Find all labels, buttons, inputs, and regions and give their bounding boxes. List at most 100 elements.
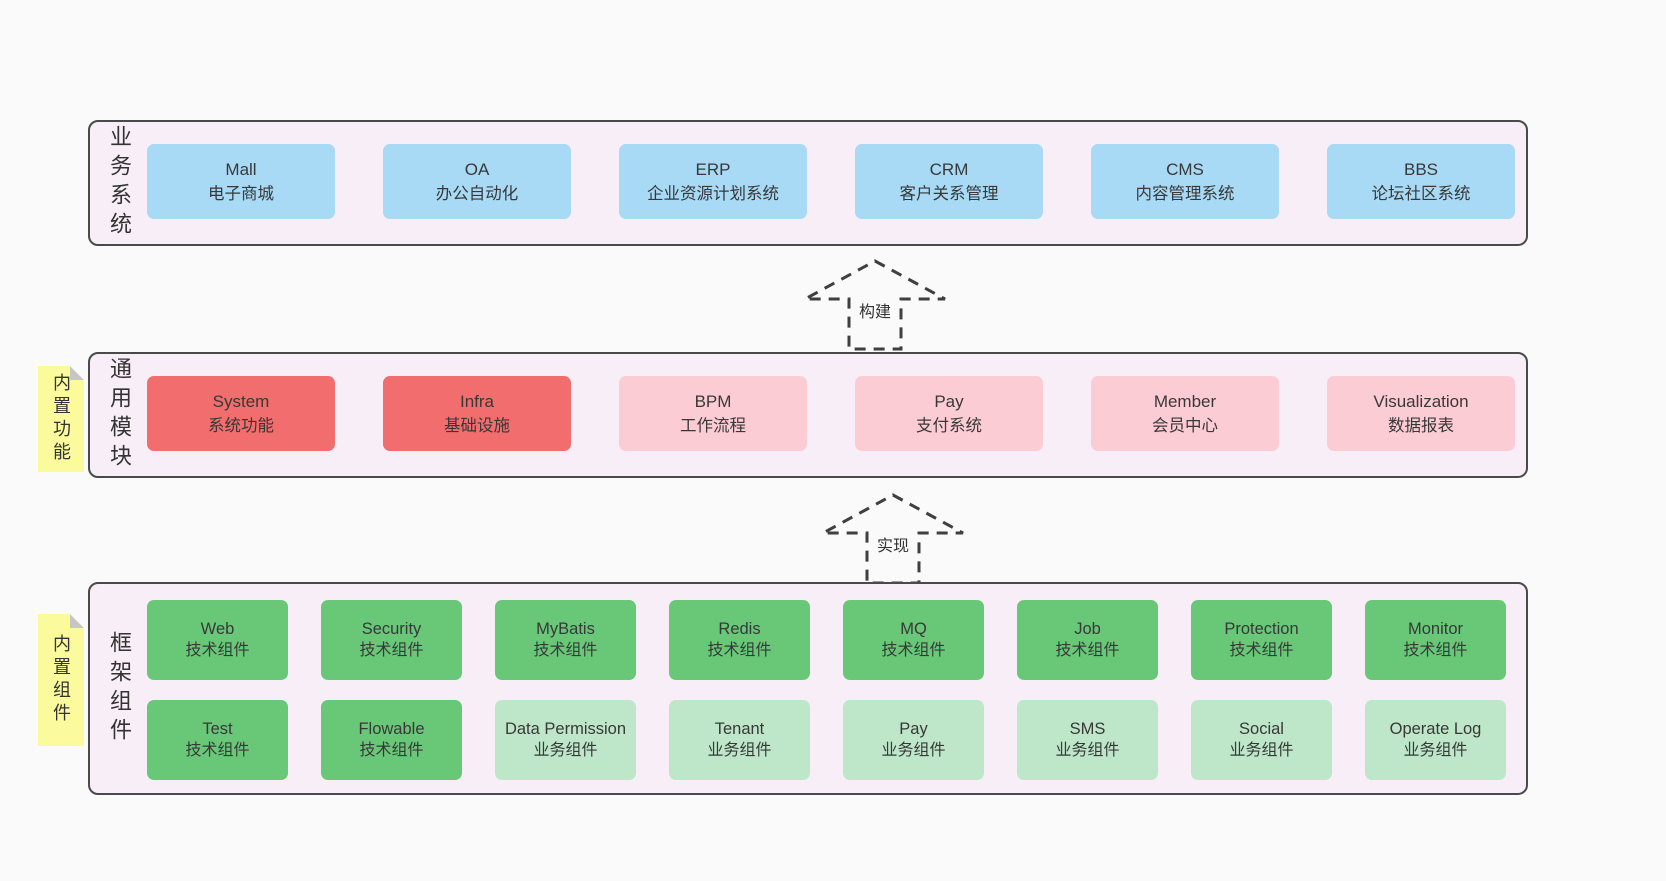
box-crm-: CRM 客户关系管理 bbox=[855, 144, 1043, 219]
box-title: Job bbox=[1074, 620, 1101, 638]
box-bbs-: BBS 论坛社区系统 bbox=[1327, 144, 1515, 219]
box-subtitle: 业务组件 bbox=[533, 742, 598, 759]
box-title: BBS bbox=[1403, 159, 1439, 179]
box-bpm-: BPM 工作流程 bbox=[619, 376, 807, 451]
band-business-systems: 业务系统 Mall 电子商城 OA 办公自动化 ERP 企业资源计划系统 CRM 客户关系管理… bbox=[88, 120, 1528, 246]
box-subtitle: 数据报表 bbox=[1388, 416, 1454, 435]
band-label-common-modules: 通用模块 bbox=[107, 357, 132, 473]
box-title: Protection bbox=[1224, 620, 1299, 638]
box-subtitle: 技术组件 bbox=[359, 642, 424, 659]
box-subtitle: 系统功能 bbox=[208, 416, 274, 435]
box-subtitle: 技术组件 bbox=[881, 642, 946, 659]
sticky-note-built-in-components: 内置组件 bbox=[38, 614, 84, 746]
box-infra-: Infra 基础设施 bbox=[383, 376, 571, 451]
box-social-: Social 业务组件 bbox=[1191, 700, 1332, 780]
box-title: Data Permission bbox=[504, 720, 627, 738]
box-pay-: Pay 业务组件 bbox=[843, 700, 984, 780]
box-title: Security bbox=[361, 620, 422, 638]
box-subtitle: 业务组件 bbox=[1229, 742, 1294, 759]
box-mq-: MQ 技术组件 bbox=[843, 600, 984, 680]
box-subtitle: 业务组件 bbox=[707, 742, 772, 759]
box-title: Operate Log bbox=[1389, 720, 1482, 738]
box-member-: Member 会员中心 bbox=[1091, 376, 1279, 451]
box-title: Visualization bbox=[1373, 391, 1469, 411]
box-mall-: Mall 电子商城 bbox=[147, 144, 335, 219]
box-title: MQ bbox=[900, 620, 927, 638]
box-subtitle: 支付系统 bbox=[916, 416, 982, 435]
box-erp-: ERP 企业资源计划系统 bbox=[619, 144, 807, 219]
folded-corner-icon bbox=[70, 614, 84, 628]
box-title: Social bbox=[1239, 720, 1284, 738]
box-subtitle: 业务组件 bbox=[881, 742, 946, 759]
box-protection-: Protection 技术组件 bbox=[1191, 600, 1332, 680]
box-title: Web bbox=[200, 620, 235, 638]
box-subtitle: 客户关系管理 bbox=[899, 184, 999, 203]
box-sms-: SMS 业务组件 bbox=[1017, 700, 1158, 780]
box-monitor-: Monitor 技术组件 bbox=[1365, 600, 1506, 680]
box-system-: System 系统功能 bbox=[147, 376, 335, 451]
box-title: Tenant bbox=[714, 720, 765, 738]
box-subtitle: 工作流程 bbox=[680, 416, 746, 435]
box-subtitle: 会员中心 bbox=[1152, 416, 1218, 435]
box-visualization-: Visualization 数据报表 bbox=[1327, 376, 1515, 451]
box-title: MyBatis bbox=[536, 620, 595, 638]
box-subtitle: 技术组件 bbox=[359, 742, 424, 759]
box-title: SMS bbox=[1069, 720, 1106, 738]
box-title: System bbox=[212, 391, 270, 411]
box-title: BPM bbox=[694, 391, 732, 411]
band-label-framework-components: 框架组件 bbox=[107, 630, 132, 747]
box-web-: Web 技术组件 bbox=[147, 600, 288, 680]
box-job-: Job 技术组件 bbox=[1017, 600, 1158, 680]
box-subtitle: 技术组件 bbox=[185, 642, 250, 659]
box-title: Member bbox=[1153, 391, 1217, 411]
box-subtitle: 业务组件 bbox=[1055, 742, 1120, 759]
box-subtitle: 基础设施 bbox=[444, 416, 510, 435]
folded-corner-icon bbox=[70, 366, 84, 380]
dashed-up-arrow-icon bbox=[804, 259, 946, 351]
box-subtitle: 技术组件 bbox=[533, 642, 598, 659]
box-title: OA bbox=[464, 159, 490, 179]
box-title: Infra bbox=[459, 391, 495, 411]
box-subtitle: 技术组件 bbox=[707, 642, 772, 659]
box-title: Mall bbox=[225, 159, 257, 179]
band-label-business-systems: 业务系统 bbox=[107, 125, 132, 241]
box-title: CMS bbox=[1166, 159, 1204, 179]
box-subtitle: 技术组件 bbox=[1055, 642, 1120, 659]
sticky-note-label: 内置功能 bbox=[51, 373, 71, 465]
box-subtitle: 技术组件 bbox=[1403, 642, 1468, 659]
box-subtitle: 企业资源计划系统 bbox=[647, 184, 779, 203]
box-subtitle: 业务组件 bbox=[1403, 742, 1468, 759]
box-title: Pay bbox=[899, 720, 928, 738]
box-redis-: Redis 技术组件 bbox=[669, 600, 810, 680]
box-security-: Security 技术组件 bbox=[321, 600, 462, 680]
arrow-build-label: 构建 bbox=[855, 298, 895, 322]
sticky-note-label: 内置组件 bbox=[51, 634, 71, 726]
box-title: Redis bbox=[718, 620, 761, 638]
box-mybatis-: MyBatis 技术组件 bbox=[495, 600, 636, 680]
arrow-build: 构建 bbox=[800, 258, 950, 352]
box-oa-: OA 办公自动化 bbox=[383, 144, 571, 219]
arrow-implement: 实现 bbox=[818, 492, 968, 586]
box-title: CRM bbox=[929, 159, 969, 179]
box-test-: Test 技术组件 bbox=[147, 700, 288, 780]
box-subtitle: 论坛社区系统 bbox=[1371, 184, 1471, 203]
box-subtitle: 电子商城 bbox=[208, 184, 274, 203]
box-tenant-: Tenant 业务组件 bbox=[669, 700, 810, 780]
arrow-implement-label: 实现 bbox=[873, 532, 913, 556]
box-title: Monitor bbox=[1407, 620, 1464, 638]
sticky-note-built-in-features: 内置功能 bbox=[38, 366, 84, 472]
box-subtitle: 技术组件 bbox=[185, 742, 250, 759]
box-flowable-: Flowable 技术组件 bbox=[321, 700, 462, 780]
box-subtitle: 办公自动化 bbox=[435, 184, 519, 203]
box-data-permission-: Data Permission 业务组件 bbox=[495, 700, 636, 780]
box-title: ERP bbox=[695, 159, 731, 179]
box-subtitle: 技术组件 bbox=[1229, 642, 1294, 659]
box-title: Flowable bbox=[358, 720, 425, 738]
box-operate-log-: Operate Log 业务组件 bbox=[1365, 700, 1506, 780]
box-title: Test bbox=[202, 720, 233, 738]
